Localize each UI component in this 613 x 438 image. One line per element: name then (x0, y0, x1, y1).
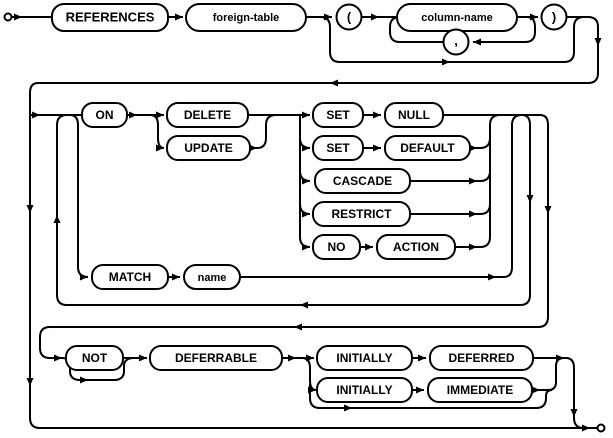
connector-lines (11, 13, 602, 432)
keyword-null-label: NULL (398, 108, 430, 122)
nonterminal-column-name-bubble: column-name (396, 3, 518, 32)
keyword-default-label: DEFAULT (400, 141, 455, 155)
keyword-set2-label: SET (326, 141, 350, 155)
keyword-immediate-bubble: IMMEDIATE (427, 377, 533, 403)
keyword-deferrable-label: DEFERRABLE (175, 351, 257, 365)
keyword-restrict-bubble: RESTRICT (312, 201, 411, 227)
punct-open-paren-bubble: ( (335, 3, 363, 31)
keyword-no-bubble: NO (312, 234, 361, 260)
keyword-action-label: ACTION (393, 240, 439, 254)
punct-close-paren-label: ) (552, 10, 556, 25)
keyword-update-label: UPDATE (184, 141, 232, 155)
keyword-not-label: NOT (82, 351, 108, 365)
nonterminal-foreign-table-label: foreign-table (213, 12, 280, 24)
nonterminal-column-name-label: column-name (421, 12, 493, 24)
keyword-match-bubble: MATCH (91, 264, 169, 290)
keyword-deferrable-bubble: DEFERRABLE (149, 345, 283, 371)
punct-close-paren-bubble: ) (540, 3, 568, 31)
keyword-cascade-bubble: CASCADE (314, 168, 411, 194)
keyword-deferred-label: DEFERRED (448, 351, 514, 365)
keyword-delete-label: DELETE (184, 108, 231, 122)
keyword-references-label: REFERENCES (66, 10, 155, 25)
keyword-set-null-set-bubble: SET (312, 102, 364, 128)
keyword-default-bubble: DEFAULT (384, 135, 471, 161)
nonterminal-name-bubble: name (183, 264, 241, 290)
keyword-set-default-set-bubble: SET (312, 135, 364, 161)
nonterminal-name-label: name (198, 272, 227, 284)
keyword-initially1-label: INITIALLY (336, 351, 392, 365)
keyword-deferred-bubble: DEFERRED (429, 345, 534, 371)
keyword-update-bubble: UPDATE (166, 135, 251, 161)
nonterminal-foreign-table-bubble: foreign-table (185, 3, 307, 32)
punct-comma-bubble: , (442, 28, 470, 56)
keyword-not-bubble: NOT (65, 345, 124, 371)
keyword-set1-label: SET (326, 108, 350, 122)
keyword-null-bubble: NULL (384, 102, 444, 128)
keyword-on-bubble: ON (81, 102, 128, 128)
punct-open-paren-label: ( (347, 10, 352, 25)
keyword-initially-deferred-initially-bubble: INITIALLY (316, 345, 413, 371)
keyword-restrict-label: RESTRICT (332, 207, 393, 221)
end-terminal-icon (596, 423, 606, 433)
keyword-no-label: NO (328, 240, 346, 254)
keyword-initially-immediate-initially-bubble: INITIALLY (316, 377, 413, 403)
keyword-cascade-label: CASCADE (333, 174, 392, 188)
keyword-immediate-label: IMMEDIATE (447, 383, 513, 397)
keyword-initially2-label: INITIALLY (336, 383, 392, 397)
keyword-match-label: MATCH (109, 270, 151, 284)
keyword-on-label: ON (96, 108, 114, 122)
keyword-action-bubble: ACTION (376, 234, 456, 260)
start-terminal-icon (3, 12, 13, 22)
keyword-delete-bubble: DELETE (166, 102, 249, 128)
punct-comma-label: , (454, 33, 458, 48)
keyword-references-bubble: REFERENCES (51, 3, 169, 32)
